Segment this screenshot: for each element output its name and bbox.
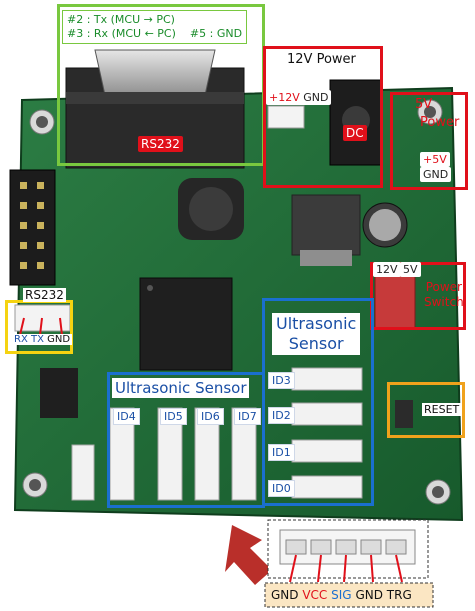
rs232-pin-line3: #5 : GND [189, 27, 243, 40]
rs232-pin-line1: #2 : Tx (MCU → PC) [67, 13, 175, 26]
id-label-1: ID1 [268, 444, 295, 461]
label-gnd-rs232: GND [47, 334, 71, 345]
reset-button-body [395, 400, 413, 428]
dc-jack-label: DC [343, 125, 367, 141]
power-5v-callout [390, 92, 468, 190]
mount-hole [432, 486, 444, 498]
power-switch-body [374, 269, 416, 329]
pinout-label-bar [264, 582, 434, 608]
reset-label: RESET [422, 403, 462, 416]
mount-hole [29, 479, 41, 491]
ultrasonic-right-line1: Ultrasonic [276, 314, 357, 333]
rs232-db9-label: RS232 [138, 136, 183, 152]
pointer-arrow [225, 525, 272, 585]
db9-flange [66, 92, 244, 104]
power-5v-title: 5V [415, 96, 432, 113]
id-label-6: ID6 [197, 408, 224, 425]
reset-callout [387, 382, 465, 438]
id-label-5: ID5 [160, 408, 187, 425]
power-12v-callout [263, 46, 383, 188]
power-12v-title: 12V Power [287, 52, 356, 67]
mount-hole [424, 106, 436, 118]
ultrasonic-right-line2: Sensor [288, 334, 344, 353]
power-switch-line2: Switch [424, 295, 464, 309]
id-label-2: ID2 [268, 407, 295, 424]
ultrasonic-right-label: Ultrasonic Sensor [272, 313, 361, 355]
label-plus12v: +12V [269, 91, 300, 104]
id-label-0: ID0 [268, 480, 295, 497]
ultrasonic-bottom-label: Ultrasonic Sensor [112, 378, 250, 398]
pin-header-left [9, 169, 56, 286]
pinout-labels: GND VCC SIG GND TRG [271, 588, 412, 603]
power-5v-title-line2: Power [420, 115, 460, 130]
switch-label-5v: 5V [400, 262, 421, 277]
mount-hole [36, 116, 48, 128]
id-label-3: ID3 [268, 372, 295, 389]
ic-small [40, 368, 78, 418]
switch-label-12v: 12V [373, 262, 401, 277]
ultrasonic-bottom-callout [107, 372, 265, 508]
id-label-4: ID4 [113, 408, 140, 425]
power-switch-label: Power Switch [424, 280, 464, 310]
power-5v-title-line1: 5V [415, 97, 433, 112]
header-12v [267, 105, 305, 129]
regulator [291, 194, 361, 256]
pinout-gnd-1: GND [271, 588, 299, 602]
rs232-pin-line2: #3 : Rx (MCU ← PC) [67, 27, 176, 40]
pinout-gnd-2: GND [355, 588, 383, 602]
pinout-sig: SIG [331, 588, 352, 602]
connector-aux [71, 444, 95, 501]
rs232-pin-info: #2 : Tx (MCU → PC) #3 : Rx (MCU ← PC) #5… [62, 10, 248, 44]
rs232-header-pins: RX TX GND [12, 334, 73, 345]
mcu-chip [139, 277, 233, 371]
label-gnd-5v: GND [420, 167, 452, 182]
pinout-trg: TRG [386, 588, 412, 602]
rs232-header-title: RS232 [23, 288, 66, 302]
id-label-7: ID7 [234, 408, 261, 425]
rs232-header-callout [5, 300, 73, 354]
power-12v-pins: +12V GND [266, 90, 332, 105]
label-plus5v: +5V [420, 152, 450, 167]
label-gnd-12v: GND [303, 91, 329, 104]
pinout-vcc: VCC [302, 588, 328, 602]
power-switch-line1: Power [425, 280, 462, 294]
label-rx: RX [14, 334, 28, 345]
label-tx: TX [31, 334, 44, 345]
